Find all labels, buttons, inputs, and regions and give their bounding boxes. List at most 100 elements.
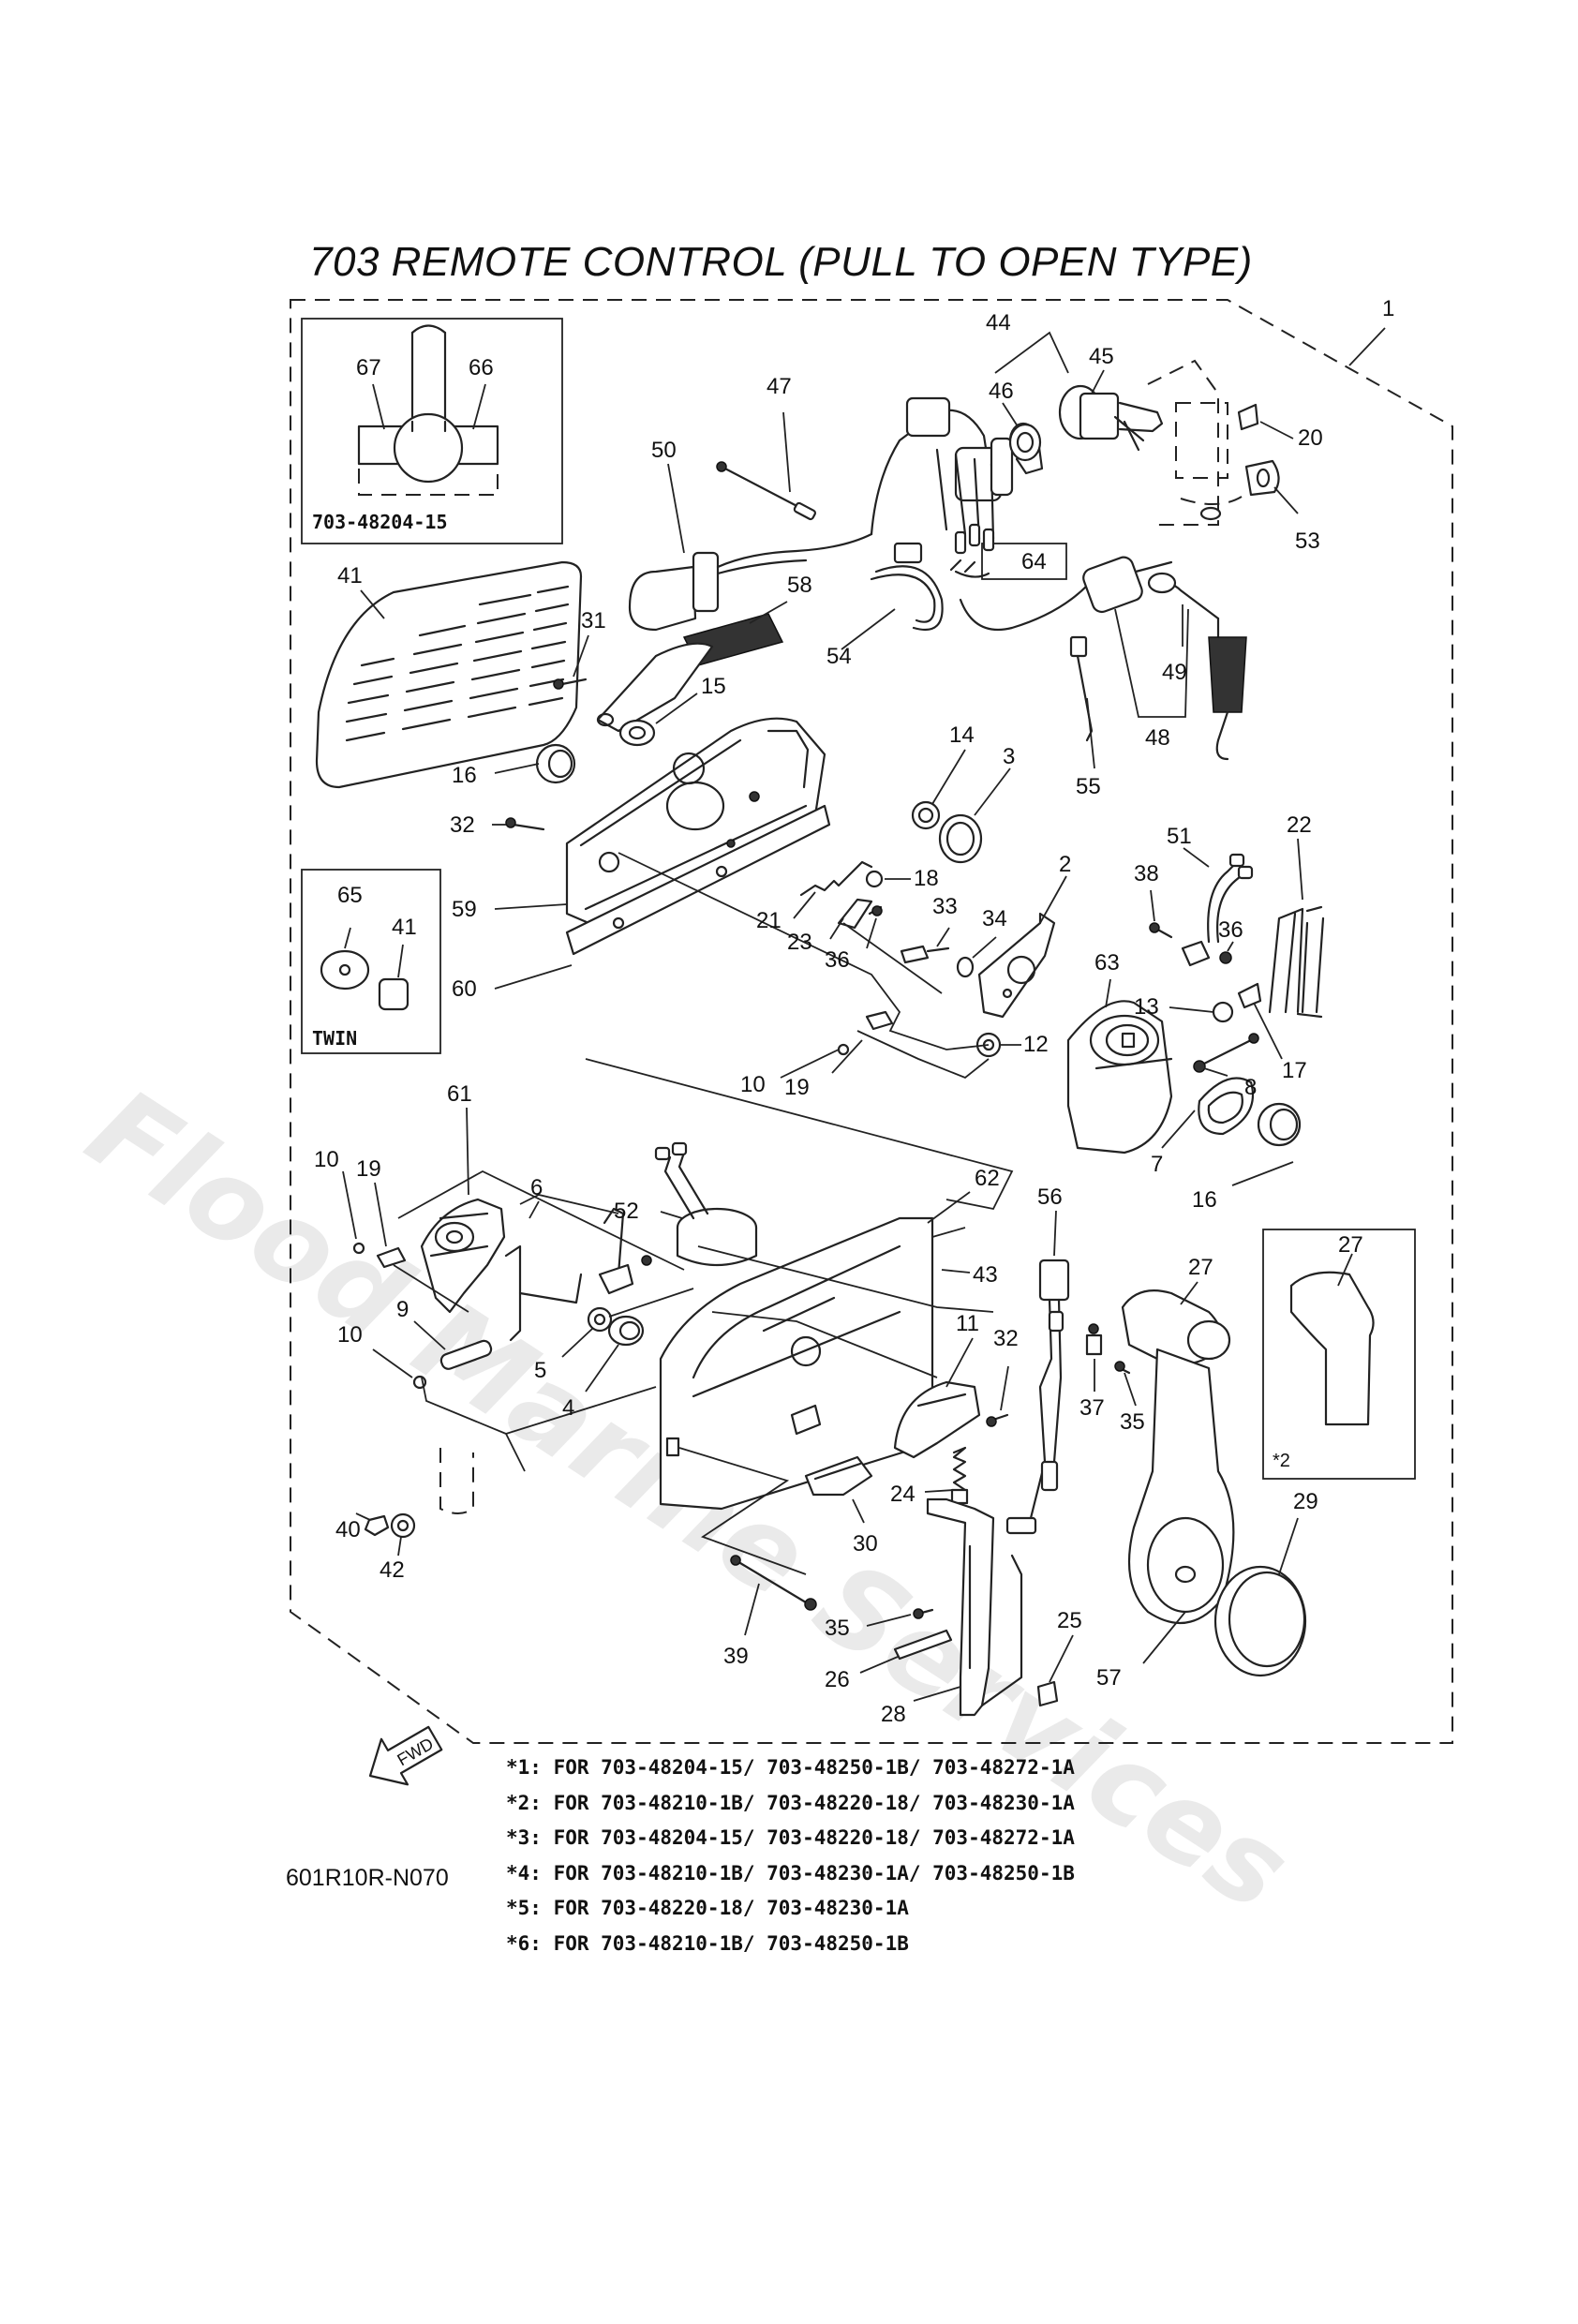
part-47-pin	[716, 461, 816, 521]
callout-35-a: 35	[1120, 1409, 1145, 1435]
part-43-housing	[659, 1216, 934, 1511]
part-33-bolt	[900, 945, 950, 964]
callout-27-b: 27	[1338, 1232, 1363, 1258]
part-17-plate	[1237, 982, 1262, 1009]
callout-58: 58	[787, 573, 812, 598]
callout-41-b: 41	[392, 915, 417, 940]
part-36-screw-a	[868, 905, 883, 916]
callout-8: 8	[1244, 1075, 1257, 1100]
assembly-lines-b	[842, 922, 943, 994]
part-64-terminals	[949, 523, 995, 574]
callout-23: 23	[787, 930, 812, 955]
assembly-boundary	[290, 299, 1453, 1744]
part-22-bellows	[1268, 905, 1325, 1019]
part-42-washer	[390, 1512, 416, 1539]
part-46-nut	[1008, 423, 1042, 462]
footnote-4: *4: FOR 703-48210-1B/ 703-48230-1A/ 703-…	[506, 1861, 1075, 1885]
diagram-code: 601R10R-N070	[286, 1865, 449, 1891]
part-36-screw-b	[1181, 940, 1232, 967]
part-11-bracket	[893, 1380, 981, 1459]
callout-38: 38	[1134, 861, 1159, 886]
callout-60: 60	[452, 976, 477, 1002]
assembly-lines-a	[618, 852, 990, 1050]
part-37-cap	[1085, 1323, 1103, 1356]
callout-9: 9	[396, 1297, 409, 1322]
callout-36-a: 36	[825, 947, 850, 973]
part-16-collar-top	[535, 743, 576, 784]
callout-47: 47	[767, 374, 792, 399]
part-38-screw	[1149, 922, 1173, 939]
callout-67: 67	[356, 355, 381, 380]
part-45-key-switch	[1058, 384, 1164, 452]
inset-star2-label: *2	[1273, 1451, 1290, 1471]
part-60-plate	[565, 804, 831, 956]
part-3-ring	[938, 813, 983, 864]
part-24-spring	[950, 1446, 969, 1505]
part-41-cover	[315, 560, 583, 789]
callout-54: 54	[826, 644, 852, 669]
callout-45: 45	[1089, 344, 1114, 369]
part-4-bushing	[607, 1315, 645, 1347]
part-44-harness	[870, 396, 1044, 541]
callout-63: 63	[1094, 950, 1120, 976]
callout-18: 18	[914, 866, 939, 891]
part-23-lever	[837, 898, 873, 930]
callout-41-a: 41	[337, 563, 363, 588]
callout-19-a: 19	[784, 1075, 810, 1100]
part-49-lanyard	[1147, 572, 1247, 761]
callout-42: 42	[380, 1557, 405, 1583]
part-30-cover	[804, 1455, 873, 1497]
part-7-ring	[1198, 1077, 1255, 1136]
callout-17: 17	[1282, 1058, 1307, 1083]
inset-703-48204-15	[301, 318, 563, 544]
part-25-cap	[1036, 1680, 1059, 1707]
callout-11: 11	[956, 1311, 979, 1336]
callout-37: 37	[1079, 1395, 1105, 1421]
callout-1: 1	[1382, 296, 1394, 321]
callout-26: 26	[825, 1667, 850, 1692]
callout-19-b: 19	[356, 1156, 381, 1182]
callout-61: 61	[447, 1081, 472, 1107]
part-63-gear-housing	[1066, 1000, 1173, 1155]
callout-53: 53	[1295, 529, 1320, 554]
part-35-screw-b	[913, 1608, 934, 1619]
callout-32-a: 32	[450, 812, 475, 838]
footnote-3: *3: FOR 703-48204-15/ 703-48220-18/ 703-…	[506, 1826, 1075, 1849]
twin-inset-parts	[320, 927, 409, 1011]
callout-49: 49	[1162, 660, 1187, 685]
part-35-screw-a	[1114, 1361, 1131, 1375]
callout-57: 57	[1096, 1665, 1122, 1691]
part-57-handle	[1127, 1348, 1235, 1625]
callout-55: 55	[1076, 774, 1101, 799]
part-5-washer	[587, 1306, 613, 1333]
callout-12: 12	[1023, 1032, 1049, 1057]
footnote-5: *5: FOR 703-48220-18/ 703-48230-1A	[506, 1897, 909, 1919]
callout-15: 15	[701, 674, 726, 699]
callout-25: 25	[1057, 1608, 1082, 1633]
part-32-screw-a	[505, 817, 545, 831]
callout-43: 43	[973, 1262, 998, 1288]
part-59-housing	[565, 717, 826, 930]
part-14-washer	[911, 800, 941, 830]
callout-10-b: 10	[314, 1147, 339, 1172]
callout-31: 31	[581, 608, 606, 633]
part-19-link-top	[865, 1010, 894, 1031]
inset-twin-label: TWIN	[312, 1027, 358, 1050]
callout-66: 66	[469, 355, 494, 380]
callout-22: 22	[1287, 812, 1312, 838]
callout-14: 14	[949, 723, 975, 748]
footnotes: *1: FOR 703-48204-15/ 703-48250-1B/ 703-…	[506, 1750, 1075, 1961]
callout-13: 13	[1134, 994, 1159, 1020]
part-54-clip	[870, 542, 944, 632]
star2-grip-drawing	[1289, 1253, 1375, 1426]
callout-50: 50	[651, 438, 677, 463]
callout-39: 39	[723, 1644, 749, 1669]
callout-labels: 1 2 3 4 5 6 7 8 9 10 10 10 11 12 13 14 1…	[314, 296, 1394, 1727]
part-48-stop-switch	[959, 556, 1173, 632]
callout-48: 48	[1145, 725, 1170, 751]
callout-59: 59	[452, 897, 477, 922]
callout-20: 20	[1298, 425, 1323, 451]
callout-2: 2	[1059, 852, 1071, 877]
inset-star2	[1262, 1229, 1416, 1480]
